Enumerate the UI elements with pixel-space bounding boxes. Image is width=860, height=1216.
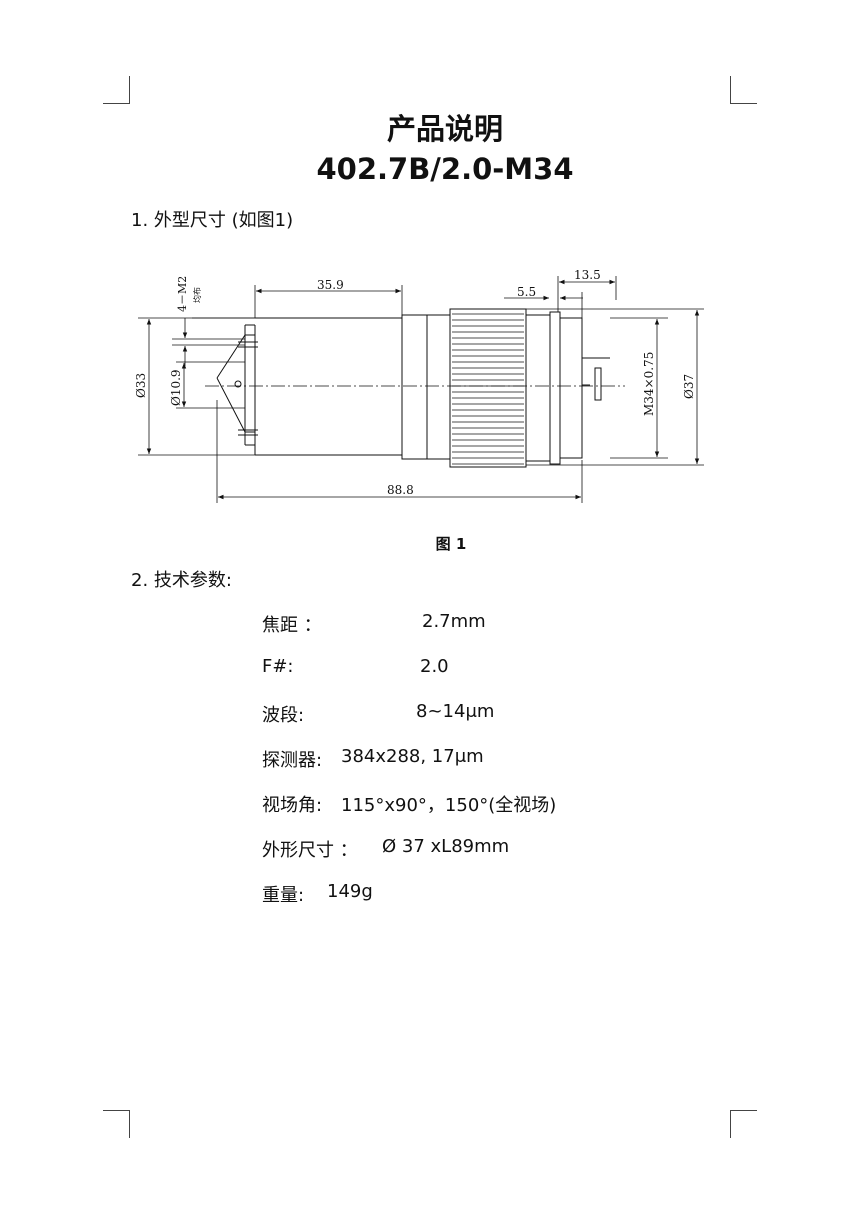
spec-label-dimensions: 外形尺寸 ： [262,840,358,861]
spec-value-focal-length: 2.7mm [422,611,486,632]
spec-label-waveband: 波段: [262,705,305,726]
dim-35-9: 35.9 [317,278,344,292]
spec-value-weight: 149g [327,881,373,902]
spec-value-dimensions: Ø 37 xL89mm [382,836,510,857]
figure-caption: 图 1 [435,535,467,553]
dim-junbu: 均布 [192,287,202,303]
spec-label-f-number: F#: [262,656,294,677]
section-heading-specs: 2. 技术参数: [131,570,232,591]
dim-phi37: Ø37 [682,374,696,399]
doc-title: 产品说明 [386,112,503,146]
model-number: 402.7B/2.0-M34 [316,152,574,186]
crop-mark-top-right-v [730,76,731,104]
dim-88-8: 88.8 [387,483,414,497]
spec-label-fov: 视场角: [262,795,323,816]
crop-mark-bottom-left-v [129,1110,130,1138]
crop-mark-top-right-h [730,103,757,104]
dim-m34-thread: M34×0.75 [642,352,656,416]
spec-value-detector: 384x288, 17μm [341,746,484,767]
knurl-lines [452,313,524,465]
crop-mark-bottom-right-h [730,1110,757,1111]
spec-value-f-number: 2.0 [420,656,449,677]
crop-mark-bottom-right-v [730,1110,731,1138]
dim-13-5: 13.5 [574,268,601,282]
lens-outline [216,308,610,468]
section-heading-dimensions: 1. 外型尺寸 (如图1) [131,210,294,231]
spec-value-waveband: 8~14μm [416,701,495,722]
spec-label-detector: 探测器: [262,750,323,771]
lens-dimension-drawing: 35.9 13.5 5.5 88.8 Ø33 Ø10.9 M34×0.75 Ø3… [134,268,704,503]
dim-5-5: 5.5 [517,285,536,299]
crop-mark-bottom-left-h [103,1110,130,1111]
dim-phi33: Ø33 [134,373,148,398]
spec-label-focal-length: 焦距 ： [262,615,322,636]
crop-mark-top-left-h [103,103,130,104]
dim-4-m2: 4－M2 [176,276,189,312]
spec-label-weight: 重量: [262,885,305,906]
crop-mark-top-left-v [129,76,130,104]
dim-phi10-9: Ø10.9 [169,369,183,406]
spec-value-fov: 115°x90°，150°(全视场) [341,795,557,816]
